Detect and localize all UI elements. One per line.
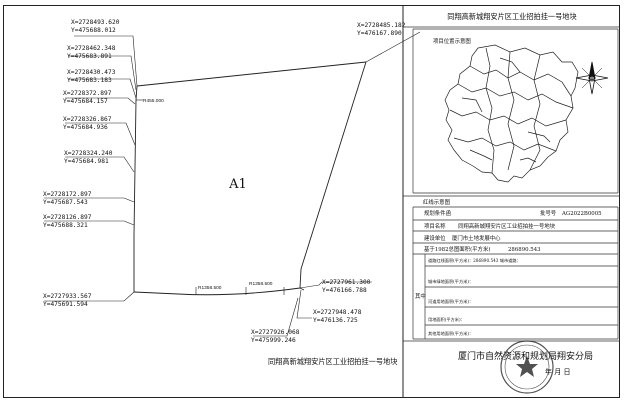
coord-x: X=2728326.867 bbox=[63, 116, 112, 123]
coordinate-leaders bbox=[44, 31, 421, 337]
coord-x: X=2727933.567 bbox=[43, 293, 92, 300]
official-seal-icon bbox=[500, 340, 554, 394]
coord-x: X=2727926.068 bbox=[251, 329, 300, 336]
coord-x: X=2728172.897 bbox=[43, 191, 92, 198]
radius-label: R1358.500 bbox=[249, 281, 273, 287]
coord-x: X=2728462.348 bbox=[67, 45, 116, 52]
developer-label: 建设单位 bbox=[424, 234, 446, 242]
location-map-label: 项目位置示意图 bbox=[433, 37, 471, 45]
coord-y: Y=475691.594 bbox=[43, 301, 88, 308]
coord-x: X=2728372.897 bbox=[63, 90, 112, 97]
sub-row: 河道用地面积(平方米)： bbox=[428, 298, 473, 305]
plot-name: A1 bbox=[228, 177, 247, 192]
coord-y: Y=475683.183 bbox=[67, 77, 112, 84]
coord-x: X=2727948.478 bbox=[313, 309, 362, 316]
sheet-frame bbox=[3, 5, 620, 398]
plot-boundary bbox=[133, 61, 367, 296]
coord-y: Y=476136.725 bbox=[313, 317, 358, 324]
coord-x: X=2728430.473 bbox=[67, 69, 116, 76]
coord-y: Y=476166.788 bbox=[322, 287, 367, 294]
sub-row: 城市绿地面积(平方米)： bbox=[428, 278, 473, 285]
coord-x: X=2727961.300 bbox=[322, 279, 371, 286]
coord-y: Y=475684.157 bbox=[63, 98, 108, 105]
info-panel-lines bbox=[403, 26, 620, 342]
coord-y: Y=475688.012 bbox=[71, 27, 116, 34]
side-label: 其中 bbox=[415, 292, 426, 300]
location-map bbox=[444, 44, 579, 183]
coord-x: X=2728493.620 bbox=[71, 19, 120, 26]
radius-label: R455.000 bbox=[143, 98, 164, 104]
sub-row: 其他用地面积(平方米)： bbox=[428, 330, 473, 337]
area-label: 基于1982总图面积(平方米) bbox=[424, 245, 490, 253]
coordinate-labels: X=2728493.620 Y=475688.012 X=2728462.348… bbox=[43, 19, 406, 344]
area-value: 286890.543 bbox=[508, 247, 541, 253]
coord-x: X=2728485.182 bbox=[357, 22, 406, 29]
coord-y: Y=475683.891 bbox=[67, 53, 112, 60]
redline-label: 红线示意图 bbox=[423, 198, 450, 206]
radius-marks bbox=[136, 99, 285, 295]
project-name-value: 同翔高新城翔安片区工业招拍挂一号地块 bbox=[458, 222, 556, 230]
planning-letter-label: 规划条件函 bbox=[424, 209, 451, 217]
coord-y: Y=475684.936 bbox=[63, 124, 108, 131]
coord-x: X=2728126.897 bbox=[43, 214, 92, 221]
radius-label: R1358.500 bbox=[198, 285, 222, 291]
coord-y: Y=475684.981 bbox=[64, 158, 109, 165]
north-arrow-icon bbox=[575, 61, 609, 95]
coord-y: Y=475688.321 bbox=[43, 222, 88, 229]
coord-y: Y=475999.246 bbox=[251, 337, 296, 344]
coord-y: Y=476167.890 bbox=[357, 30, 402, 37]
plot-caption: 同翔高新城翔安片区工业招拍挂一号地块 bbox=[268, 357, 397, 366]
coord-x: X=2728324.240 bbox=[64, 150, 113, 157]
project-name-label: 项目名称 bbox=[424, 222, 446, 230]
issue-date: 年 月 日 bbox=[545, 367, 570, 376]
agency-name: 厦门市自然资源和规划局翔安分局 bbox=[458, 350, 593, 362]
batch-number-value: AG2022B0005 bbox=[561, 211, 602, 217]
sub-row: 用地面积(平方米)： bbox=[428, 316, 465, 323]
batch-number-label: 批号号 bbox=[540, 209, 557, 217]
coord-y: Y=475687.543 bbox=[43, 199, 88, 206]
panel-title: 同翔高新城翔安片区工业招拍挂一号地块 bbox=[447, 12, 576, 21]
developer-value: 厦门市土地发展中心 bbox=[452, 234, 501, 242]
sub-row: 道路红线面积(平方米)：286890.543 城市道路： bbox=[428, 257, 521, 264]
